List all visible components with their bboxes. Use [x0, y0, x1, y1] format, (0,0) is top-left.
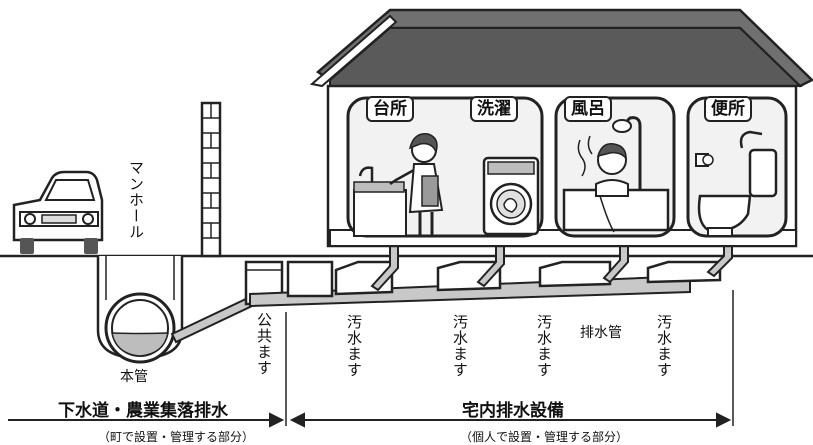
drain-pipe-label: 排水管 [580, 325, 622, 341]
public-section-title: 下水道・農業集落排水 [58, 401, 228, 421]
sewage-basin-label-4: 汚水ます [655, 314, 673, 378]
room-label-laundry: 洗濯 [470, 96, 518, 122]
room-label-toilet: 便所 [704, 96, 752, 122]
manhole-label: マンホール [127, 160, 145, 240]
main-pipe-label: 本管 [120, 369, 148, 385]
main-pipe [104, 292, 176, 364]
toilet-scene [695, 130, 778, 237]
sewage-basin-label-1: 汚水ます [345, 314, 363, 378]
washing-machine [482, 156, 540, 236]
car-icon [12, 170, 104, 254]
private-section-arrow [289, 412, 732, 428]
brick-wall [200, 101, 222, 258]
room-label-bath: 風呂 [564, 96, 612, 122]
woman-figure [389, 133, 444, 236]
private-section-subtitle: （個人で設置・管理する部分） [460, 430, 629, 444]
sewage-basin-label-2: 汚水ます [451, 314, 469, 378]
private-section-title: 宅内排水設備 [462, 401, 564, 421]
sewage-basin-label-3: 汚水ます [535, 314, 553, 378]
kitchen-scene [353, 166, 407, 237]
bath-scene [562, 116, 670, 233]
vertical-pipes [370, 245, 733, 292]
room-label-kitchen: 台所 [366, 96, 414, 122]
public-basin-label: 公共ます [255, 312, 273, 376]
public-section-subtitle: （町で設置・管理する部分） [98, 430, 255, 444]
public-section-arrow [8, 412, 285, 428]
